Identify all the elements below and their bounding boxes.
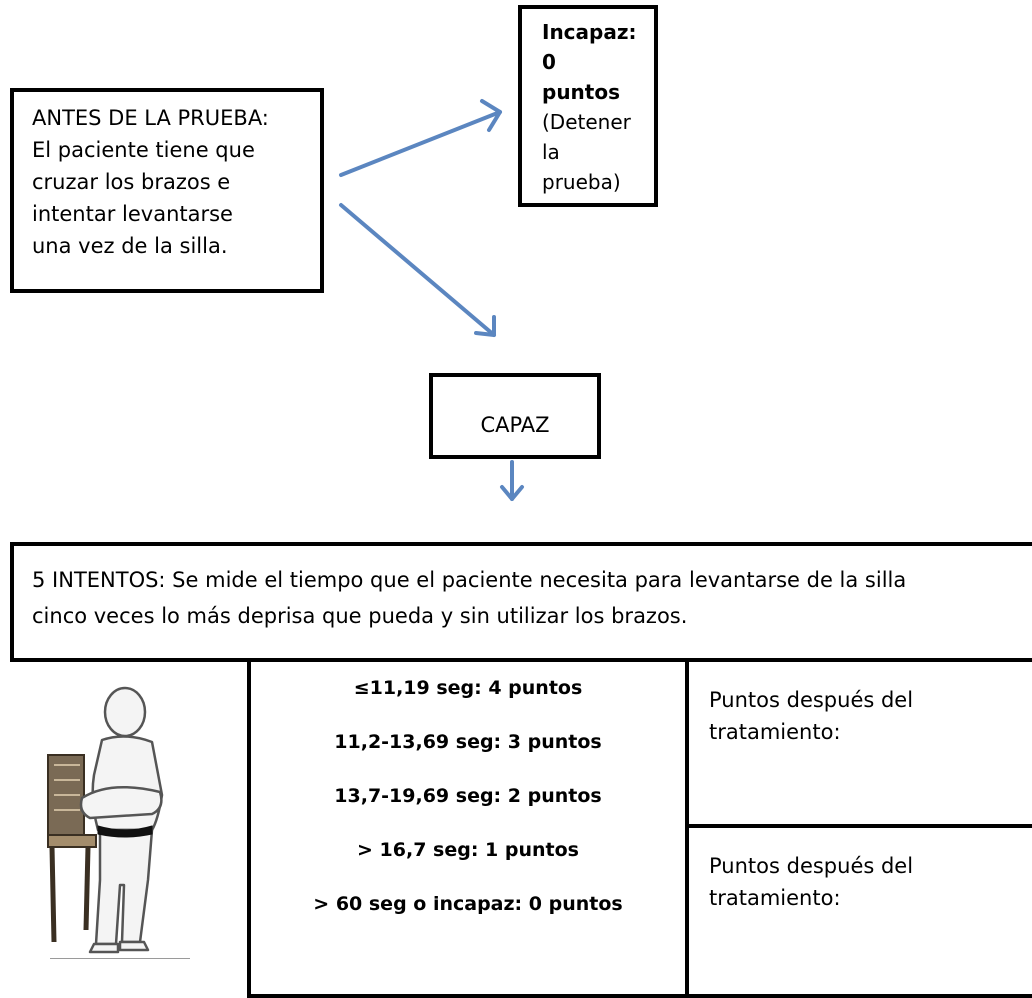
unable-note-1: (Detener la [542, 110, 631, 164]
before-test-box: ANTES DE LA PRUEBA: El paciente tiene qu… [10, 88, 324, 293]
attempts-line-1: 5 INTENTOS: Se mide el tiempo que el pac… [32, 568, 907, 592]
unable-note-2: prueba) [542, 170, 621, 194]
illustration-baseline [50, 958, 190, 959]
arrow-to-incapaz [339, 99, 502, 177]
after-1-line-2: tratamiento: [709, 720, 841, 744]
before-line-1: ANTES DE LA PRUEBA: [32, 106, 269, 130]
before-line-5: una vez de la silla. [32, 234, 228, 258]
unable-box: Incapaz: 0 puntos (Detener la prueba) [518, 5, 658, 207]
arrow-to-intentos [500, 460, 524, 501]
score-1-points: > 16,7 seg: 1 puntos [357, 839, 579, 861]
unable-title-1: Incapaz: 0 [542, 20, 637, 74]
score-table-cell: ≤11,19 seg: 4 puntos 11,2-13,69 seg: 3 p… [247, 658, 689, 998]
unable-title-2: puntos [542, 80, 620, 104]
score-3-points: 11,2-13,69 seg: 3 puntos [334, 731, 602, 753]
person-figure [79, 686, 164, 954]
attempts-line-2: cinco veces lo más deprisa que pueda y s… [32, 604, 688, 628]
arrow-to-capaz [339, 203, 496, 337]
score-0-points: > 60 seg o incapaz: 0 puntos [313, 893, 623, 915]
after-treatment-cell-2: Puntos después del tratamiento: [685, 824, 1032, 998]
able-box: CAPAZ [429, 373, 601, 459]
before-line-3: cruzar los brazos e [32, 170, 231, 194]
after-1-line-1: Puntos después del [709, 688, 914, 712]
before-line-2: El paciente tiene que [32, 138, 255, 162]
after-2-line-1: Puntos después del [709, 854, 914, 878]
after-2-line-2: tratamiento: [709, 886, 841, 910]
score-4-points: ≤11,19 seg: 4 puntos [353, 677, 583, 699]
chair-icon [47, 754, 97, 943]
before-line-4: intentar levantarse [32, 202, 233, 226]
able-label: CAPAZ [480, 413, 550, 437]
five-attempts-box: 5 INTENTOS: Se mide el tiempo que el pac… [10, 542, 1032, 662]
score-2-points: 13,7-19,69 seg: 2 puntos [334, 785, 602, 807]
person-standing-by-chair-icon [47, 686, 164, 954]
after-treatment-cell-1: Puntos después del tratamiento: [685, 658, 1032, 828]
